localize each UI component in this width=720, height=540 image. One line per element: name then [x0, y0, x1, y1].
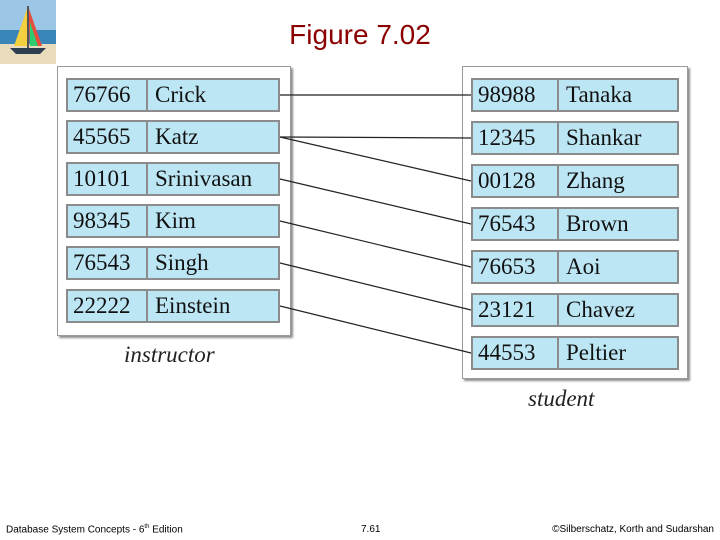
student-name-cell: Chavez: [566, 297, 635, 322]
instructor-id-cell: 76766: [68, 80, 148, 110]
student-id-cell: 76653: [473, 252, 559, 282]
student-name-cell: Aoi: [566, 254, 601, 279]
student-row: 76543 Brown: [471, 207, 679, 241]
student-name-cell: Tanaka: [566, 82, 633, 107]
instructor-name-cell: Crick: [155, 82, 207, 107]
advisor-link-line: [279, 136, 472, 139]
student-id-cell: 98988: [473, 80, 559, 110]
student-id-cell: 12345: [473, 123, 559, 153]
student-table: 98988 Tanaka 12345 Shankar 00128 Zhang 7…: [462, 66, 688, 379]
instructor-row: 76543 Singh: [66, 246, 280, 280]
instructor-table: 76766 Crick 45565 Katz 10101 Srinivasan …: [57, 66, 291, 336]
instructor-row: 10101 Srinivasan: [66, 162, 280, 196]
figure-title: Figure 7.02: [289, 19, 431, 50]
advisor-link-line: [279, 220, 472, 268]
instructor-id-cell: 98345: [68, 206, 148, 236]
student-name-cell: Shankar: [566, 125, 642, 150]
advisor-link-line: [279, 178, 472, 225]
student-id-cell: 44553: [473, 338, 559, 368]
footer-book-title-sup: th: [144, 524, 150, 530]
instructor-name-cell: Srinivasan: [155, 166, 253, 191]
instructor-id-cell: 10101: [68, 164, 148, 194]
student-row: 98988 Tanaka: [471, 78, 679, 112]
student-name-cell: Peltier: [566, 340, 627, 365]
footer-book-title: Database System Concepts - 6th Edition: [6, 524, 183, 535]
footer-book-title-prefix: Database System Concepts - 6: [6, 524, 145, 536]
footer-book-title-suffix: Edition: [149, 524, 183, 536]
student-id-cell: 76543: [473, 209, 559, 239]
footer-copyright: ©Silberschatz, Korth and Sudarshan: [552, 524, 714, 535]
advisor-link-line: [279, 305, 472, 354]
instructor-caption: instructor: [124, 342, 215, 367]
instructor-name-cell: Katz: [155, 124, 199, 149]
instructor-id-cell: 22222: [68, 291, 148, 321]
instructor-name-cell: Kim: [155, 208, 196, 233]
sailboat-logo-icon: [0, 0, 56, 64]
student-id-cell: 00128: [473, 166, 559, 196]
student-row: 00128 Zhang: [471, 164, 679, 198]
advisor-link-line: [279, 262, 472, 311]
footer-page-number: 7.61: [361, 524, 381, 535]
student-name-cell: Brown: [566, 211, 629, 236]
instructor-row: 22222 Einstein: [66, 289, 280, 323]
student-row: 44553 Peltier: [471, 336, 679, 370]
student-row: 23121 Chavez: [471, 293, 679, 327]
instructor-id-cell: 76543: [68, 248, 148, 278]
student-name-cell: Zhang: [566, 168, 625, 193]
instructor-id-cell: 45565: [68, 122, 148, 152]
instructor-row: 76766 Crick: [66, 78, 280, 112]
instructor-name-cell: Singh: [155, 250, 209, 275]
student-row: 12345 Shankar: [471, 121, 679, 155]
student-row: 76653 Aoi: [471, 250, 679, 284]
student-caption: student: [528, 386, 595, 411]
instructor-name-cell: Einstein: [155, 293, 231, 318]
advisor-link-line: [279, 136, 472, 182]
student-id-cell: 23121: [473, 295, 559, 325]
instructor-row: 98345 Kim: [66, 204, 280, 238]
instructor-row: 45565 Katz: [66, 120, 280, 154]
